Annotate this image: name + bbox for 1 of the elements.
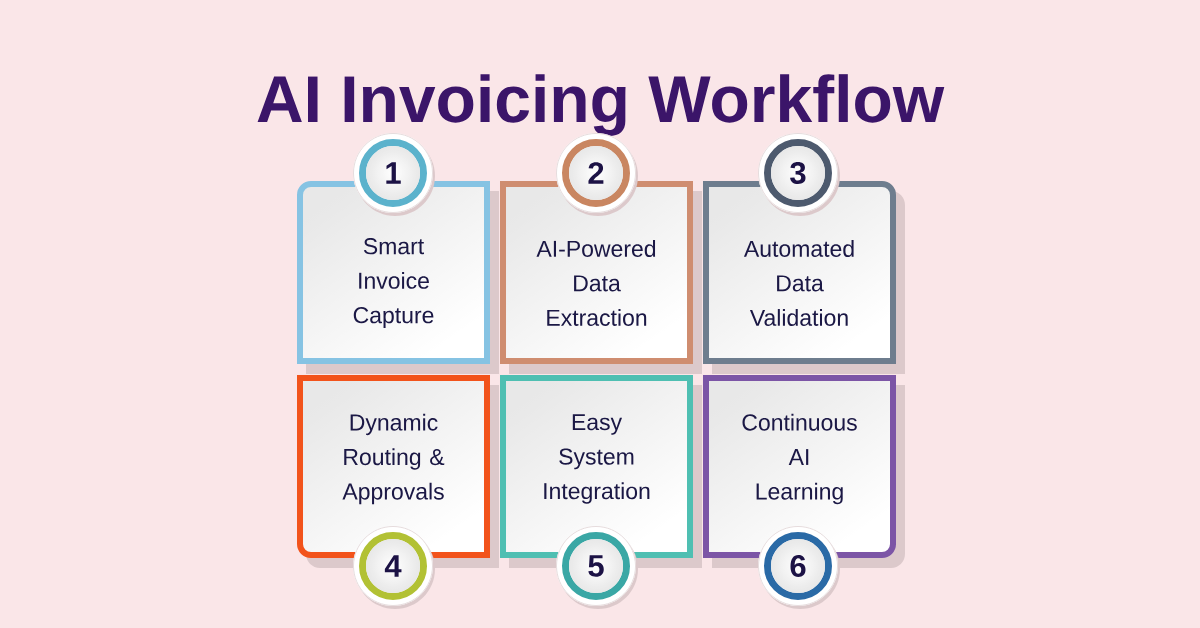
title: AI Invoicing Workflow: [257, 74, 945, 136]
